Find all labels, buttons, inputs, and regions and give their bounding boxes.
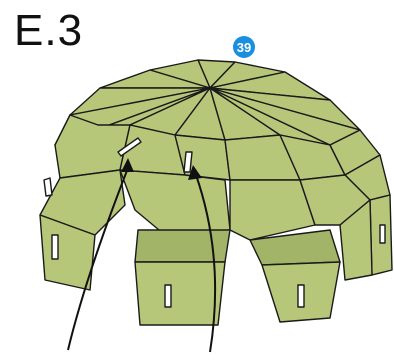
slot bbox=[380, 225, 385, 243]
front-panel bbox=[135, 230, 230, 262]
step-label: E.3 bbox=[14, 6, 83, 56]
slot bbox=[184, 152, 192, 172]
slot bbox=[298, 285, 304, 307]
front-panel bbox=[135, 262, 225, 325]
slot bbox=[52, 235, 58, 259]
slot bbox=[44, 178, 52, 196]
slot bbox=[165, 285, 171, 307]
page-number-badge: 39 bbox=[233, 36, 255, 58]
front-panel bbox=[230, 180, 315, 240]
front-panel bbox=[120, 170, 230, 235]
ring-panel bbox=[55, 115, 130, 178]
